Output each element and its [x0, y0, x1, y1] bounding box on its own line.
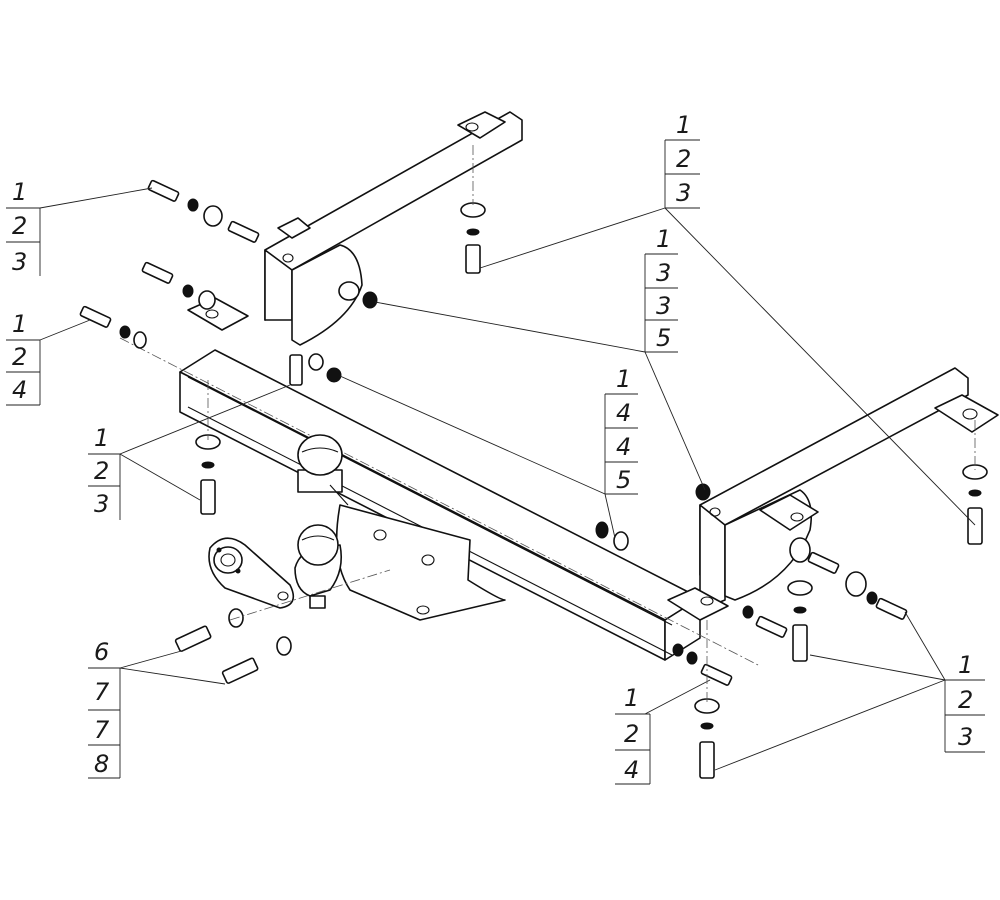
callout-text: 2 — [676, 145, 691, 173]
callout-text: 2 — [958, 686, 973, 714]
callout-text: 1 — [12, 178, 27, 206]
bolt-left-second — [141, 261, 216, 310]
callout-text: 4 — [616, 399, 631, 427]
callout-text: 3 — [676, 179, 691, 207]
bolt-top-vertical — [460, 202, 486, 274]
callout-text: 3 — [656, 292, 671, 320]
callout-text: 3 — [656, 259, 671, 287]
callout-text: 1 — [624, 684, 639, 712]
callout-text: 8 — [94, 750, 109, 778]
callout-text: 4 — [624, 756, 639, 784]
bolt-right-mid-vertical — [787, 580, 813, 662]
nut-center-pair — [595, 521, 629, 551]
callout-text: 2 — [12, 343, 27, 371]
callout-text: 1 — [12, 310, 27, 338]
callout-text: 3 — [12, 248, 27, 276]
callout-text: 5 — [656, 324, 671, 352]
callout-text: 1 — [94, 424, 109, 452]
callout-left-lower: 1 2 3 — [88, 424, 121, 520]
bolt-left-vertical — [195, 434, 221, 515]
callout-text: 1 — [676, 111, 691, 139]
callout-text: 6 — [94, 638, 109, 666]
callout-text: 7 — [94, 678, 110, 706]
callout-center: 1 4 4 5 — [604, 365, 638, 495]
bolt-center-vertical — [289, 353, 342, 386]
callout-text: 1 — [616, 365, 631, 393]
bolt-left-top — [147, 179, 260, 243]
bolt-bottom-vertical — [694, 698, 720, 779]
callout-text: 2 — [94, 457, 109, 485]
callout-text: 4 — [12, 376, 27, 404]
bolt-beam-end — [672, 643, 733, 686]
bolt-right-row — [789, 537, 908, 620]
callout-top-right: 1 2 3 — [664, 111, 700, 209]
tow-ball-mount — [294, 504, 506, 621]
bolt-right-vertical — [962, 464, 988, 545]
main-cross-beam — [119, 337, 761, 667]
callout-bottom-center: 1 2 4 — [615, 684, 651, 785]
callout-text: 7 — [94, 716, 110, 744]
callout-right-nut: 1 3 3 5 — [644, 225, 678, 353]
nut-upper — [362, 291, 378, 309]
callout-left-mid: 1 2 4 — [6, 310, 41, 406]
socket-plate — [208, 537, 295, 609]
right-side-bracket — [667, 367, 999, 621]
callout-text: 4 — [616, 433, 631, 461]
leader-lines — [39, 145, 976, 771]
bolt-lower-right-row — [742, 605, 788, 638]
socket-bolts — [174, 608, 292, 684]
callout-text: 2 — [12, 212, 27, 240]
callout-text: 3 — [94, 490, 109, 518]
callout-text: 5 — [616, 466, 631, 494]
tow-ball-upper — [297, 434, 349, 506]
callout-left-bottom: 6 7 7 8 — [88, 638, 121, 779]
callout-bottom-right: 1 2 3 — [944, 651, 985, 753]
callout-text: 1 — [656, 225, 671, 253]
nut-right — [695, 483, 711, 501]
callout-text: 1 — [958, 651, 973, 679]
fasteners — [79, 179, 988, 779]
callout-text: 2 — [624, 720, 639, 748]
callout-left-top: 1 2 3 — [6, 178, 41, 276]
bolt-left-third — [79, 305, 147, 349]
callout-text: 3 — [958, 723, 973, 751]
